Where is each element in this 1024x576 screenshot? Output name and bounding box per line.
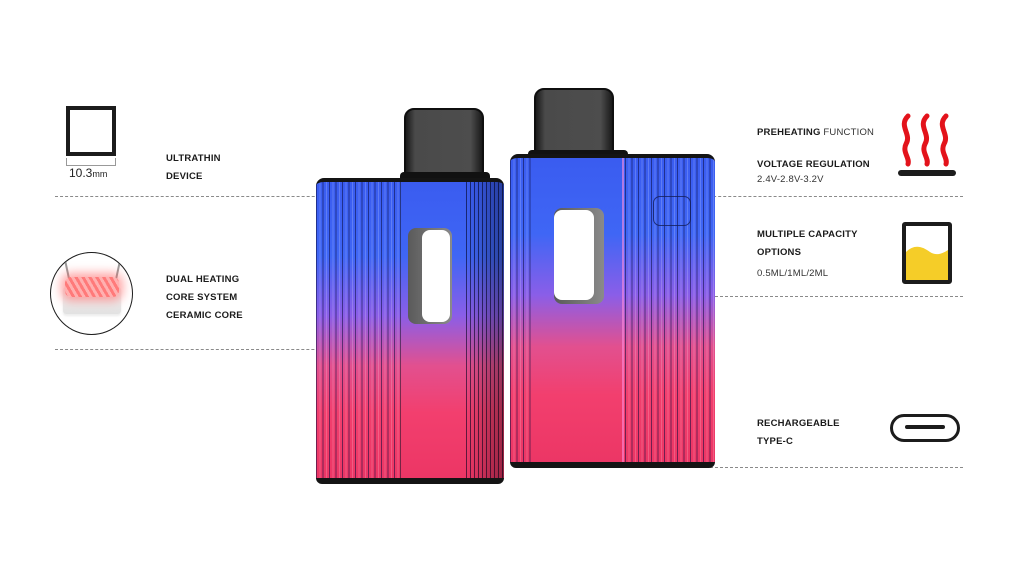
vape-device-left	[316, 100, 506, 485]
feature-detail: 2.4V-2.8V-3.2V	[757, 174, 824, 185]
mouthpiece	[534, 88, 614, 156]
guide-line-capacity	[585, 296, 963, 297]
feature-title-line: TYPE-C	[757, 436, 794, 447]
type-c-port-icon	[890, 414, 960, 442]
device-body	[510, 154, 715, 468]
feature-title-line: ULTRATHIN	[166, 153, 221, 164]
feature-title-line: DEVICE	[166, 171, 203, 182]
voltage-button	[653, 196, 691, 226]
heat-waves-icon	[896, 112, 958, 178]
guide-line-preheating	[693, 196, 963, 197]
feature-title: PREHEATING FUNCTION	[757, 127, 875, 138]
mouthpiece	[404, 108, 484, 178]
feature-ultrathin: 10.3mm	[66, 106, 116, 180]
dimension-bracket	[66, 158, 116, 166]
feature-preheating-text: PREHEATING FUNCTION VOLTAGE REGULATION 2…	[757, 124, 874, 185]
feature-title-line: CERAMIC CORE	[166, 310, 243, 321]
feature-title-line: CORE SYSTEM	[166, 292, 238, 303]
feature-title-line: DUAL HEATING	[166, 274, 240, 285]
feature-capacity-text: MULTIPLE CAPACITY OPTIONS 0.5ML/1ML/2ML	[757, 226, 858, 279]
feature-title-line: OPTIONS	[757, 247, 802, 258]
guide-line-charging	[685, 467, 963, 468]
ceramic-core-icon	[50, 252, 133, 335]
tank-window	[422, 230, 450, 322]
feature-charging-text: RECHARGEABLE TYPE-C	[757, 415, 840, 451]
guide-line-heating-core	[55, 349, 435, 350]
feature-title-line: MULTIPLE CAPACITY	[757, 229, 858, 240]
dimension-label: 10.3mm	[69, 166, 108, 180]
feature-ultrathin-text: ULTRATHIN DEVICE	[166, 150, 221, 186]
tank-capacity-icon	[902, 222, 952, 284]
feature-title-line: RECHARGEABLE	[757, 418, 840, 429]
square-thickness-icon	[66, 106, 116, 156]
feature-subtitle: VOLTAGE REGULATION	[757, 159, 870, 170]
guide-line-ultrathin	[55, 196, 360, 197]
feature-heating-core-text: DUAL HEATING CORE SYSTEM CERAMIC CORE	[166, 271, 243, 325]
feature-detail: 0.5ML/1ML/2ML	[757, 268, 829, 279]
device-body	[316, 178, 504, 484]
tank-window	[554, 210, 594, 300]
vape-device-right	[510, 84, 716, 469]
